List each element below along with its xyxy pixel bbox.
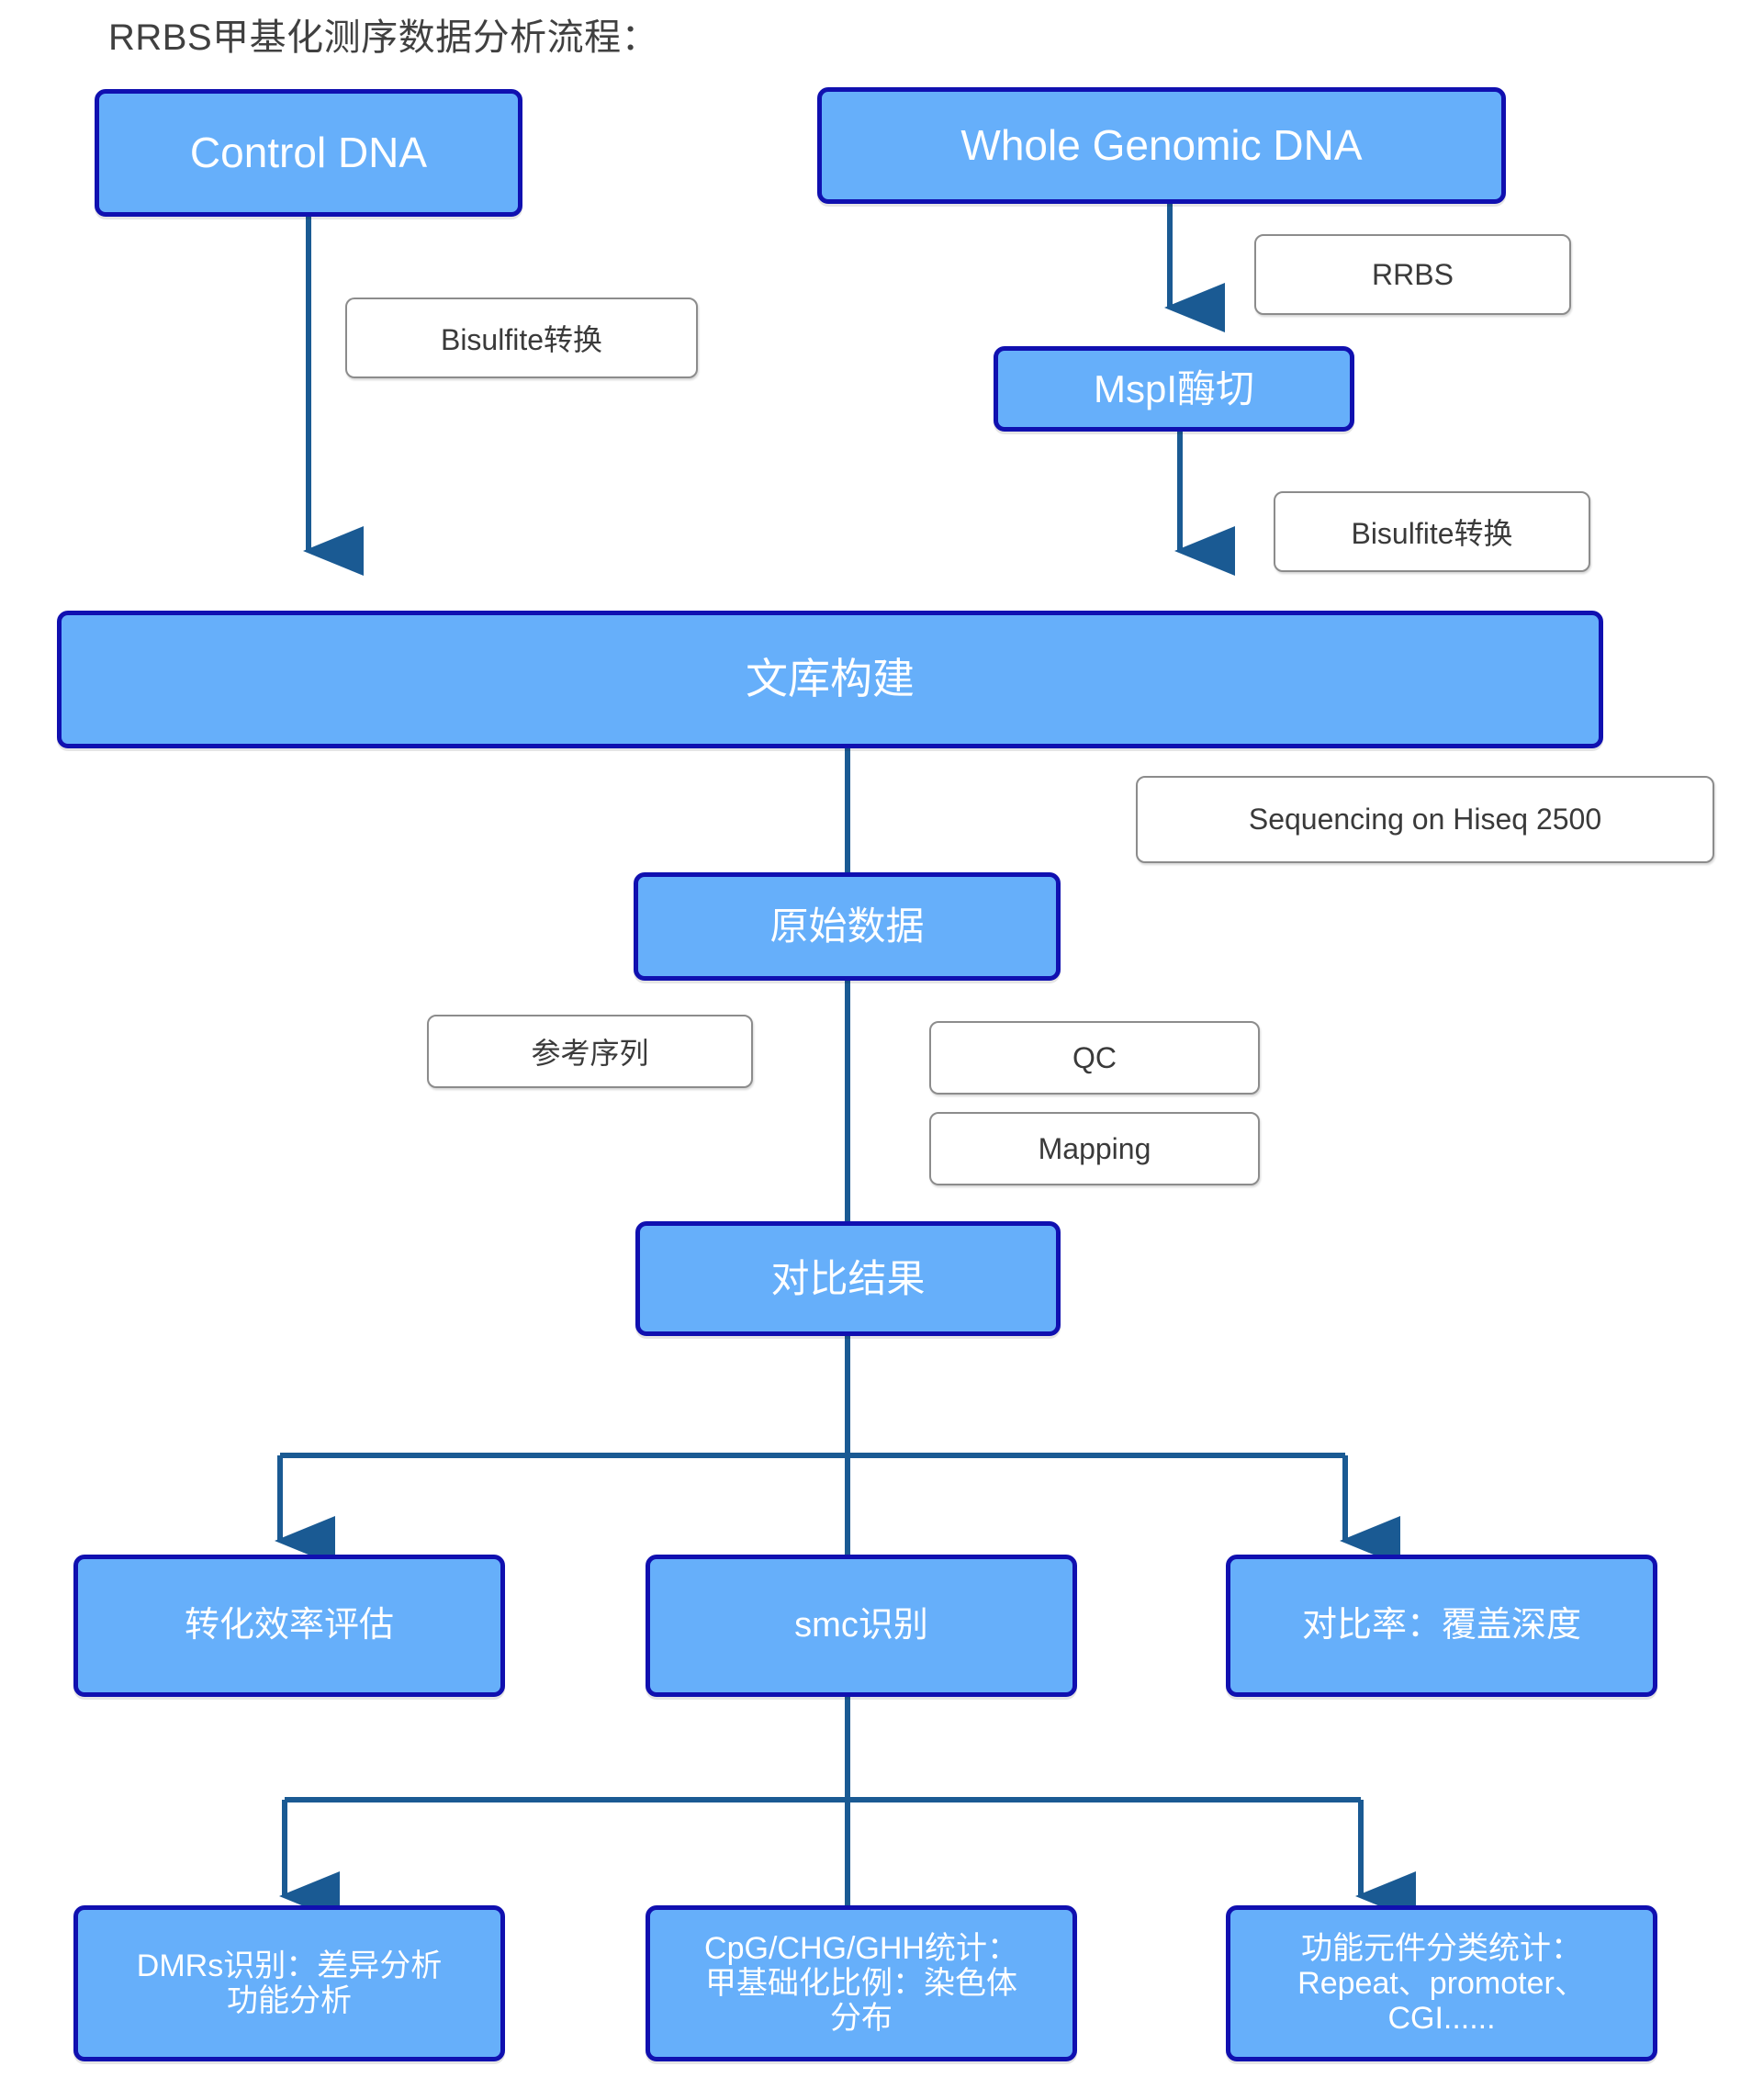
annotation-mapping-label: Mapping <box>1038 1131 1151 1165</box>
node-mspi-digestion[interactable]: MspI酶切 <box>994 346 1354 432</box>
node-raw-data[interactable]: 原始数据 <box>634 872 1061 981</box>
annotation-reference-sequence[interactable]: 参考序列 <box>427 1015 753 1088</box>
page-title: RRBS甲基化测序数据分析流程： <box>108 17 659 58</box>
annotation-rrbs[interactable]: RRBS <box>1254 234 1571 315</box>
node-alignment-result[interactable]: 对比结果 <box>635 1221 1061 1336</box>
annotation-bisulfite-right[interactable]: Bisulfite转换 <box>1274 491 1590 572</box>
annotation-mapping[interactable]: Mapping <box>929 1112 1260 1185</box>
node-library-construction[interactable]: 文库构建 <box>57 611 1603 748</box>
node-functional-elements-stats-label: 功能元件分类统计： Repeat、promoter、 CGI...... <box>1297 1930 1586 2037</box>
node-control-dna-label: Control DNA <box>189 128 428 176</box>
node-whole-genomic-dna-label: Whole Genomic DNA <box>960 120 1363 169</box>
node-conversion-efficiency-label: 转化效率评估 <box>184 1606 394 1645</box>
node-control-dna[interactable]: Control DNA <box>95 89 522 217</box>
node-library-construction-label: 文库构建 <box>746 655 915 703</box>
node-cpg-chg-ghh-stats[interactable]: CpG/CHG/GHH统计： 甲基础化比例：染色体 分布 <box>646 1905 1077 2061</box>
node-mapping-rate-depth-label: 对比率：覆盖深度 <box>1301 1606 1581 1645</box>
annotation-reference-sequence-label: 参考序列 <box>531 1037 649 1070</box>
node-smc-identification-label: smc识别 <box>794 1606 928 1645</box>
node-dmrs-identification-label: DMRs识别：差异分析 功能分析 <box>136 1948 443 2018</box>
annotation-bisulfite-left[interactable]: Bisulfite转换 <box>345 298 698 378</box>
annotation-rrbs-label: RRBS <box>1372 257 1454 291</box>
node-dmrs-identification[interactable]: DMRs识别：差异分析 功能分析 <box>73 1905 505 2061</box>
annotation-qc-label: QC <box>1072 1040 1117 1074</box>
annotation-qc[interactable]: QC <box>929 1021 1260 1095</box>
node-mapping-rate-depth[interactable]: 对比率：覆盖深度 <box>1226 1555 1657 1697</box>
node-functional-elements-stats[interactable]: 功能元件分类统计： Repeat、promoter、 CGI...... <box>1226 1905 1657 2061</box>
node-raw-data-label: 原始数据 <box>769 904 925 949</box>
annotation-sequencing[interactable]: Sequencing on Hiseq 2500 <box>1136 776 1714 863</box>
node-smc-identification[interactable]: smc识别 <box>646 1555 1077 1697</box>
node-whole-genomic-dna[interactable]: Whole Genomic DNA <box>817 87 1506 204</box>
node-alignment-result-label: 对比结果 <box>770 1256 926 1300</box>
node-mspi-digestion-label: MspI酶切 <box>1093 366 1254 410</box>
annotation-bisulfite-left-label: Bisulfite转换 <box>440 323 603 356</box>
node-cpg-chg-ghh-stats-label: CpG/CHG/GHH统计： 甲基础化比例：染色体 分布 <box>704 1930 1018 2037</box>
annotation-bisulfite-right-label: Bisulfite转换 <box>1351 517 1513 550</box>
annotation-sequencing-label: Sequencing on Hiseq 2500 <box>1248 803 1602 836</box>
node-conversion-efficiency[interactable]: 转化效率评估 <box>73 1555 505 1697</box>
